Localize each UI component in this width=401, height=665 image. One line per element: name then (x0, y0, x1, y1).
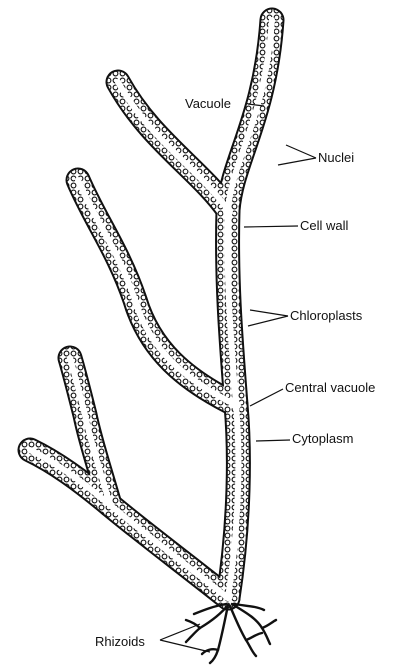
leader-chloroplasts-a (250, 310, 288, 316)
junction-1 (223, 207, 233, 217)
label-cell-wall: Cell wall (300, 218, 348, 233)
leader-cytoplasm (256, 440, 290, 441)
rhizoid-10 (262, 620, 276, 628)
leader-central-vacuole (250, 389, 283, 406)
leader-cell-wall (244, 226, 298, 227)
junction-2 (231, 400, 241, 410)
rhizoid-8 (246, 633, 262, 640)
rhizoids-drawing (186, 604, 276, 663)
leader-nuclei-b (278, 158, 316, 165)
leader-chloroplasts-b (248, 316, 288, 326)
leader-nuclei-a (286, 145, 316, 158)
label-rhizoids: Rhizoids (95, 634, 145, 649)
rhizoid-3 (230, 606, 256, 656)
label-vacuole: Vacuole (185, 96, 231, 111)
junction-3 (223, 591, 233, 601)
branch-middle-chloroplasts (78, 180, 236, 405)
label-central-vacuole: Central vacuole (285, 380, 375, 395)
label-nuclei: Nuclei (318, 150, 354, 165)
label-chloroplasts: Chloroplasts (290, 308, 362, 323)
label-cytoplasm: Cytoplasm (292, 431, 353, 446)
thallus-branches (30, 20, 272, 601)
